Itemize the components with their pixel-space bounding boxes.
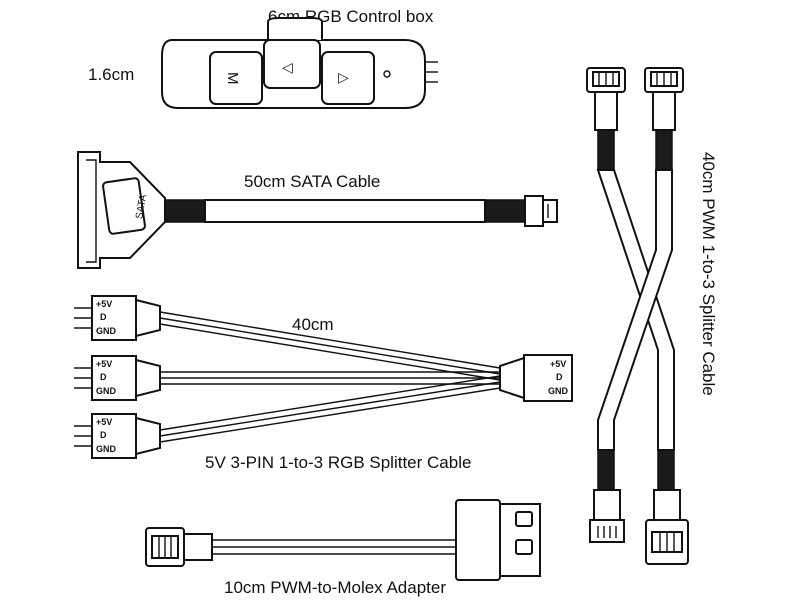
rgb-control-box: 6cm RGB Control box 1.6cm M ◁ ▷ <box>88 7 438 109</box>
pin-label-gnd: GND <box>96 326 117 336</box>
pin-label-5v: +5V <box>96 299 112 309</box>
pin-label-gnd: GND <box>96 386 117 396</box>
pwm-bottom-connector-1 <box>589 489 625 543</box>
pwm-splitter-cable: 40cm PWM 1-to-3 Splitter Cable <box>586 67 718 565</box>
status-led-icon <box>383 70 391 78</box>
pin-label-gnd: GND <box>548 386 569 396</box>
rgb-splitter-label: 5V 3-PIN 1-to-3 RGB Splitter Cable <box>205 453 471 472</box>
prev-button <box>263 39 321 89</box>
next-button-label: ▷ <box>338 69 349 85</box>
control-box-height-label: 1.6cm <box>88 65 134 84</box>
sata-cable: 50cm SATA Cable SATA <box>77 151 558 269</box>
pin-label-d: D <box>556 372 563 382</box>
prev-button-label: ◁ <box>282 59 293 75</box>
pwm-bottom-connector-2 <box>645 489 689 565</box>
next-button <box>321 51 375 105</box>
molex-adapter-label: 10cm PWM-to-Molex Adapter <box>224 578 446 597</box>
pwm-top-connector-2 <box>644 67 684 131</box>
pwm-top-connector-1 <box>586 67 626 131</box>
pwm-splitter-label: 40cm PWM 1-to-3 Splitter Cable <box>699 152 718 396</box>
pin-label-d: D <box>100 372 107 382</box>
left-connector-3: +5V D GND <box>74 413 161 459</box>
sata-cable-label: 50cm SATA Cable <box>244 172 380 191</box>
left-connector-2: +5V D GND <box>74 355 161 401</box>
rgb-splitter-cable: 40cm 5V 3-PIN 1-to-3 RGB Splitter Cable … <box>74 295 573 472</box>
sata-badge: SATA <box>134 193 149 219</box>
pin-label-5v: +5V <box>96 359 112 369</box>
pin-label-5v: +5V <box>550 359 566 369</box>
pin-label-d: D <box>100 312 107 322</box>
right-connector: +5V D GND <box>499 354 573 402</box>
splitter-wires <box>159 311 501 443</box>
pin-label-d: D <box>100 430 107 440</box>
rgb-splitter-length-label: 40cm <box>292 315 334 334</box>
pin-label-5v: +5V <box>96 417 112 427</box>
pwm-to-molex-adapter: 10cm PWM-to-Molex Adapter <box>145 499 541 597</box>
mode-button-label: M <box>224 72 241 85</box>
left-connector-1: +5V D GND <box>74 295 161 341</box>
mode-button <box>209 51 263 105</box>
pin-label-gnd: GND <box>96 444 117 454</box>
